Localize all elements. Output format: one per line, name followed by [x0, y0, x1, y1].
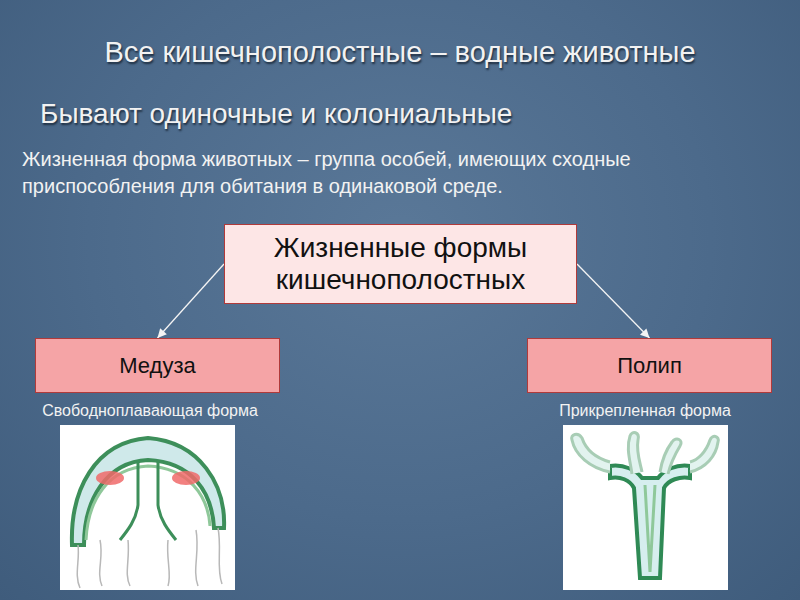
- root-box: Жизненные формы кишечнополостных: [224, 224, 577, 304]
- picture-frame: [60, 425, 235, 590]
- node-text: Жизненные формы кишечнополостных: [235, 232, 566, 296]
- medusa-drawing: [72, 438, 224, 588]
- form-caption: Свободноплавающая форма: [20, 401, 280, 420]
- form-box: Медуза: [35, 338, 280, 393]
- node-text: Медуза: [119, 353, 195, 378]
- connector-arrow: [577, 264, 650, 338]
- subtitle: Бывают одиночные и колониальные: [40, 97, 780, 131]
- form-box: Полип: [527, 338, 772, 393]
- connector-arrow: [158, 264, 225, 338]
- picture-frame: [563, 425, 728, 590]
- form-caption: Прикрепленная форма: [500, 401, 790, 420]
- node-text: Полип: [617, 353, 682, 378]
- definition-text: Жизненная форма животных – группа особей…: [22, 146, 784, 200]
- slide-title: Все кишечнополостные – водные животные: [10, 36, 790, 69]
- polyp-drawing: [572, 433, 719, 578]
